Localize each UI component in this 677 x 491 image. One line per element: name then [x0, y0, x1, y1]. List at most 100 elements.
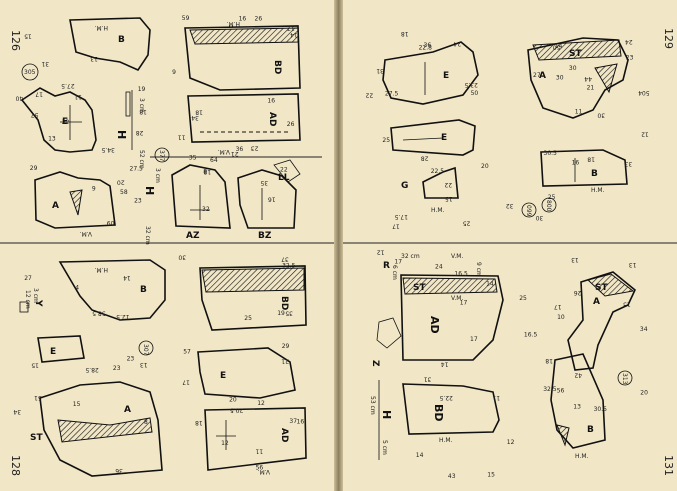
measurement-number: 28: [136, 129, 144, 136]
measurement-number: 17: [35, 91, 43, 98]
grain-mark-hm: H.M.: [591, 187, 604, 194]
measurement-number: 25: [382, 137, 390, 144]
page-number-top-right: 129: [662, 28, 675, 49]
measurement-number: 35: [285, 309, 293, 316]
measurement-number: 40: [15, 94, 23, 101]
measurement-number: 14: [486, 281, 494, 288]
piece-label-a-right: A: [593, 297, 600, 307]
measurement-number: 57: [31, 111, 39, 118]
measurement-number: 11: [575, 108, 583, 115]
measurement-number: 16: [297, 419, 305, 426]
piece-label-bd: BD: [432, 404, 445, 422]
measurement-number: 24: [625, 38, 633, 45]
pattern-piece-ad-top: [187, 93, 301, 143]
measurement-number: 16.5: [524, 332, 538, 339]
measurement-number: 28.5: [85, 366, 99, 373]
circled-number-text: 313: [621, 373, 628, 385]
measurement-number: 26: [287, 121, 295, 128]
measurement-number: 22: [365, 92, 373, 99]
grain-mark-hm: H.M.: [227, 20, 240, 27]
pattern-piece-z: [376, 317, 402, 349]
pattern-piece-ll: [273, 159, 301, 183]
measurement-number: 50: [553, 43, 561, 50]
scale-label-3cm-c: 3 cm: [32, 288, 39, 303]
pattern-piece-a-top: [34, 171, 116, 229]
piece-label-az: AZ: [186, 231, 200, 241]
scale-label-52cm: 52 cm: [138, 150, 145, 169]
piece-label-h: H: [380, 410, 393, 419]
piece-label-ad: AD: [267, 112, 277, 126]
measurement-number: 15: [487, 472, 495, 479]
hatched-area: [402, 277, 498, 295]
circled-number-text: 307: [142, 344, 149, 356]
measurement-numbers-left-top: 323127.534.52618916288262321203535341311…: [15, 15, 297, 228]
pattern-piece-e-bottom: [37, 335, 85, 363]
measurement-number: 14: [290, 31, 298, 38]
scale-label-3cm: 3 cm: [138, 98, 145, 113]
pattern-piece-bd-top: [184, 25, 301, 91]
piece-label-e-bottom: E: [50, 347, 56, 357]
measurement-number: 23: [626, 55, 634, 62]
measurement-number: 26: [574, 289, 582, 296]
measurement-number: 28: [421, 154, 429, 161]
measurement-number: 13: [629, 261, 637, 268]
measurement-number: 9: [92, 186, 96, 193]
scale-label-12cm: 12 cm: [24, 290, 31, 309]
measurement-number: 8: [203, 169, 207, 176]
measurement-number: 17: [392, 222, 400, 229]
measurement-number: 17: [554, 303, 562, 310]
pattern-piece-a-right-bottom: [567, 271, 636, 371]
pattern-piece-e-right-top: [382, 41, 479, 105]
piece-label-st: ST: [569, 49, 582, 59]
piece-label-e1: E: [443, 71, 449, 81]
piece-label-b-bottom: B: [140, 285, 147, 295]
measurement-number: 22: [444, 181, 452, 188]
piece-label-h2: H: [143, 186, 156, 195]
measurement-numbers-left-bottom: 3635122728.52912.51523205758.52351371425…: [13, 254, 304, 474]
scale-box: [19, 301, 29, 313]
measurement-number: 59: [182, 15, 190, 22]
measurement-number: 50: [471, 90, 479, 97]
measurement-number: 44: [584, 75, 592, 82]
pattern-piece-bd-right: [402, 383, 500, 435]
measurement-number: 51: [34, 394, 42, 401]
measurement-number: 30.5: [544, 150, 558, 157]
measurement-number: 34.5: [101, 146, 115, 153]
measurement-number: 9: [172, 69, 176, 76]
measurement-number: 27: [533, 72, 541, 79]
measurement-number: 27.5: [130, 166, 144, 173]
piece-label-r: R: [383, 261, 390, 271]
measurement-number: 16: [572, 160, 580, 167]
measurement-number: 14: [416, 452, 424, 459]
measurement-number: 14: [555, 43, 563, 50]
hatched-area: [57, 417, 153, 443]
grain-mark-hm: H.M.: [575, 453, 588, 460]
measurement-number: 17.5: [394, 213, 408, 220]
measurement-number: 34: [640, 326, 648, 333]
circled-number-badge: [541, 197, 557, 213]
measurement-number: 16: [239, 16, 247, 23]
book-gutter: [334, 0, 343, 491]
circled-number-badge: [154, 147, 170, 163]
right-page: 129 131 E E G H.M. ST A 800 099: [343, 0, 677, 491]
scale-label-53cm: 53 cm: [369, 396, 376, 415]
pattern-piece-b-top: [69, 17, 151, 72]
piece-label-st: ST: [30, 433, 43, 443]
measurement-number: 30: [535, 214, 543, 221]
piece-label-y: Y: [33, 299, 43, 307]
pattern-piece-b-right: [540, 149, 628, 187]
measurement-number: 13: [48, 136, 56, 143]
measurement-number: 10: [557, 314, 565, 321]
measurement-number: 13: [90, 55, 98, 62]
measurement-number: 24: [435, 263, 443, 270]
measurement-number: 504: [638, 89, 650, 96]
piece-label-z: Z: [370, 360, 380, 367]
measurement-number: 31: [424, 376, 432, 383]
grain-mark-vm: V.M.: [451, 253, 463, 260]
measurement-number: 15: [445, 195, 453, 202]
scale-label-3cm-b: 3 cm: [154, 168, 161, 183]
measurement-number: 23: [113, 365, 121, 372]
circled-number-text: 800: [545, 200, 552, 212]
measurement-number: 23.5: [464, 81, 478, 88]
